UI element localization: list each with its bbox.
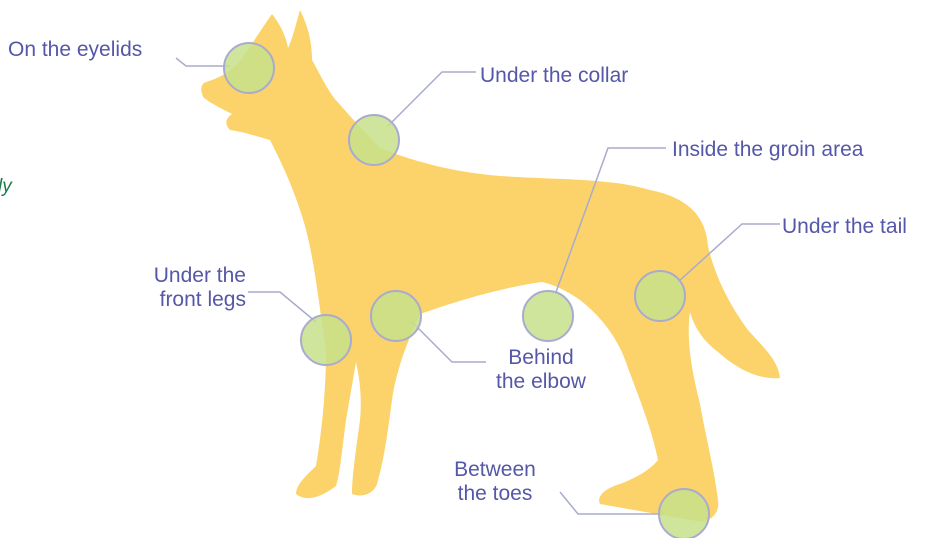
- leader-line-collar: [388, 72, 476, 126]
- spot-groin: [523, 291, 573, 341]
- label-elbow: Behind the elbow: [486, 346, 596, 394]
- spot-eyelids: [224, 43, 274, 93]
- label-groin: Inside the groin area: [672, 138, 863, 162]
- label-toes-line1: Between: [440, 458, 550, 482]
- partial-text: ly: [0, 176, 12, 198]
- spot-tail: [635, 271, 685, 321]
- label-toes-line2: the toes: [440, 482, 550, 506]
- spot-toes: [659, 489, 709, 538]
- label-eyelids: On the eyelids: [8, 38, 142, 62]
- leader-line-eyelids: [176, 58, 230, 66]
- label-toes: Between the toes: [440, 458, 550, 506]
- spot-elbow: [371, 291, 421, 341]
- label-tail: Under the tail: [782, 215, 907, 239]
- label-elbow-line2: the elbow: [486, 370, 596, 394]
- label-collar: Under the collar: [480, 64, 628, 88]
- label-elbow-line1: Behind: [486, 346, 596, 370]
- leader-line-front-legs: [248, 292, 316, 322]
- label-front-legs-line1: Under the: [118, 264, 246, 288]
- label-front-legs: Under the front legs: [118, 264, 246, 312]
- spot-collar: [349, 115, 399, 165]
- leader-line-elbow: [412, 322, 486, 362]
- label-front-legs-line2: front legs: [118, 288, 246, 312]
- spot-front-legs: [301, 315, 351, 365]
